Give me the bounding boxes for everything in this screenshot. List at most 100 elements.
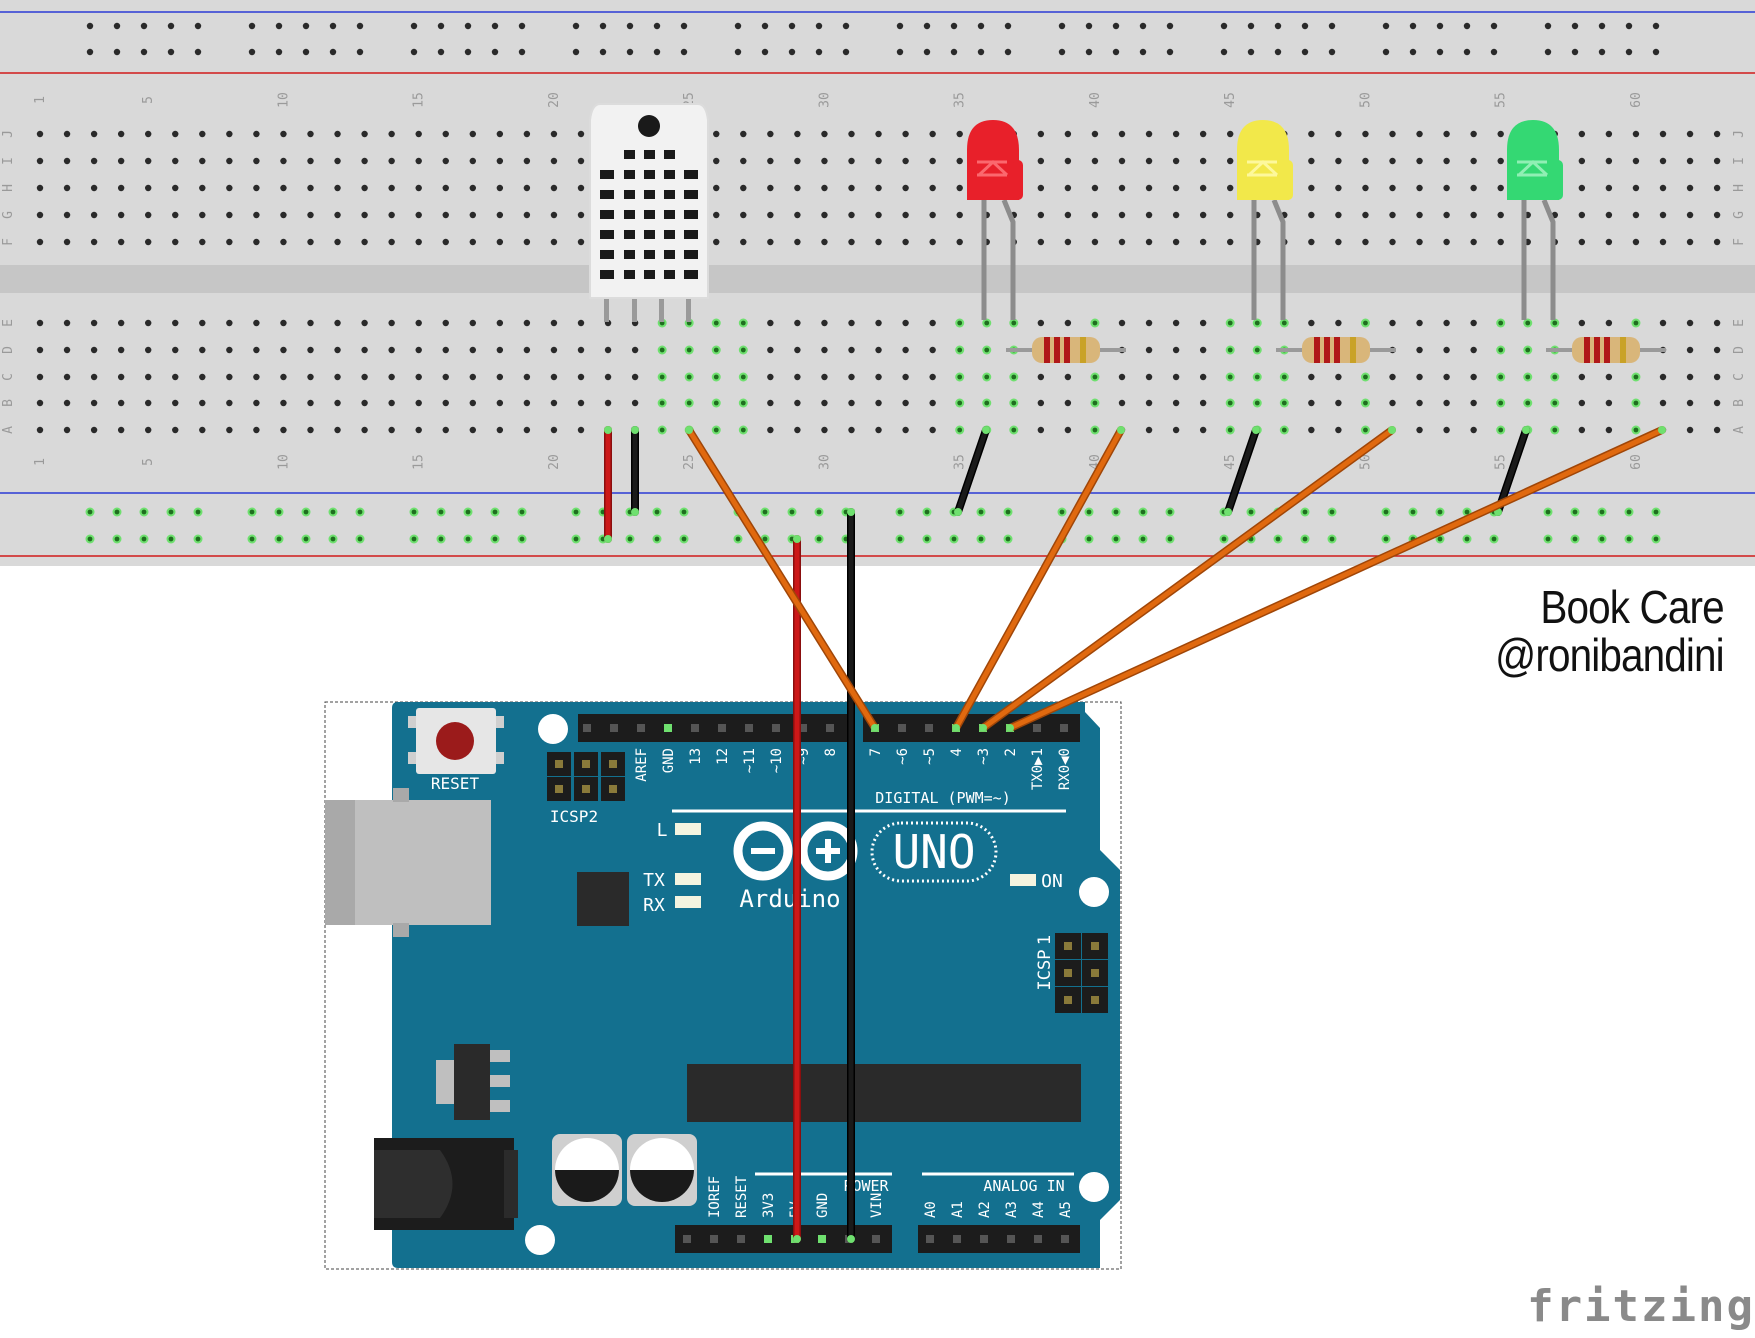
breadboard-hole — [90, 184, 98, 192]
breadboard-hole — [253, 399, 260, 407]
row-letter: G — [1, 211, 16, 219]
dht-vent-slot — [684, 230, 698, 239]
breadboard-hole — [1443, 238, 1450, 246]
microcontroller-chip — [687, 1064, 1081, 1122]
breadboard-hole — [1470, 130, 1477, 138]
rail-hole — [86, 22, 94, 30]
breadboard-hole — [1145, 157, 1153, 165]
breadboard-hole — [334, 373, 341, 381]
breadboard-hole — [36, 399, 44, 407]
breadboard-hole — [1713, 130, 1721, 138]
breadboard-hole — [523, 373, 531, 381]
breadboard-hole — [90, 130, 98, 138]
dht-vent-slot — [684, 170, 698, 179]
breadboard-hole — [334, 399, 341, 407]
breadboard-hole — [1199, 399, 1207, 407]
breadboard-hole — [307, 426, 314, 434]
wire-led-yellow-signal — [980, 427, 1395, 731]
pin-label: A0 — [923, 1201, 939, 1218]
breadboard-hole — [1064, 238, 1072, 246]
breadboard-hole — [1497, 211, 1504, 219]
led-red — [967, 120, 1023, 320]
breadboard-hole — [577, 373, 585, 381]
breadboard-hole — [875, 319, 882, 327]
breadboard-hole — [1416, 130, 1423, 138]
breadboard-hole — [902, 399, 909, 407]
rail-hole — [815, 22, 823, 30]
breadboard-hole — [713, 238, 720, 246]
breadboard-hole — [550, 373, 558, 381]
pin-label: 12 — [715, 748, 731, 765]
column-number: 30 — [817, 454, 832, 470]
breadboard-hole — [145, 130, 152, 138]
breadboard-hole — [550, 346, 558, 354]
breadboard-hole — [442, 346, 449, 354]
breadboard-hole — [1686, 184, 1694, 192]
breadboard-hole — [280, 426, 287, 434]
breadboard-hole — [1199, 238, 1207, 246]
header-pin — [872, 1235, 880, 1243]
breadboard-hole — [929, 238, 936, 246]
rail-hole — [1463, 48, 1471, 56]
breadboard-hole — [145, 373, 152, 381]
breadboard-hole — [767, 238, 774, 246]
rail-hole — [1139, 48, 1147, 56]
breadboard-hole — [929, 399, 936, 407]
breadboard-hole — [875, 211, 882, 219]
rail-hole — [653, 48, 661, 56]
dht-sensor-pins — [604, 290, 691, 322]
usb-chip — [577, 872, 629, 926]
dht-vent-slot — [644, 250, 655, 259]
led-rx-label: RX — [643, 895, 665, 916]
row-letter: A — [1732, 426, 1747, 434]
breadboard-hole — [1118, 211, 1126, 219]
breadboard-hole — [172, 184, 179, 192]
breadboard-hole — [821, 157, 828, 165]
resistor — [1276, 337, 1396, 363]
breadboard-hole — [280, 130, 287, 138]
breadboard-hole — [1470, 319, 1477, 327]
breadboard-hole — [1037, 319, 1045, 327]
rail-hole — [1004, 22, 1012, 30]
dht-vent-slot — [644, 270, 655, 279]
column-number: 15 — [412, 454, 427, 470]
breadboard-labels: 1155101015152020252530303535404045455050… — [1, 92, 1747, 470]
breadboard-hole — [1389, 399, 1396, 407]
breadboard-hole — [523, 426, 531, 434]
breadboard-hole — [361, 130, 368, 138]
breadboard-hole — [902, 157, 909, 165]
rail-hole — [302, 22, 310, 30]
breadboard-hole — [1605, 426, 1613, 434]
pin-label: IOREF — [707, 1176, 723, 1218]
breadboard-hole — [1470, 346, 1477, 354]
breadboard-hole — [469, 130, 476, 138]
header-pin — [1007, 1235, 1015, 1243]
breadboard-hole — [1389, 373, 1396, 381]
breadboard-hole — [280, 184, 287, 192]
breadboard-hole — [388, 346, 395, 354]
breadboard-hole — [1686, 238, 1694, 246]
breadboard-hole — [253, 346, 260, 354]
breadboard-hole — [1308, 426, 1315, 434]
column-number: 5 — [141, 96, 156, 104]
breadboard-hole — [415, 426, 422, 434]
breadboard-hole — [469, 319, 476, 327]
icsp2-label: ICSP2 — [550, 807, 598, 826]
rail-hole — [1058, 22, 1066, 30]
breadboard-hole — [929, 184, 936, 192]
rail-hole — [599, 22, 607, 30]
breadboard-hole — [740, 211, 747, 219]
breadboard-hole — [226, 157, 233, 165]
breadboard-hole — [1091, 238, 1099, 246]
breadboard-hole — [1713, 157, 1721, 165]
breadboard-hole — [280, 211, 287, 219]
breadboard-hole — [63, 426, 71, 434]
breadboard-hole — [1470, 157, 1477, 165]
breadboard-hole — [1659, 130, 1667, 138]
dht-vent-slot — [624, 230, 635, 239]
rail-hole — [1625, 48, 1633, 56]
breadboard-hole — [226, 426, 233, 434]
led-yellow — [1237, 120, 1293, 320]
rail-hole — [761, 22, 769, 30]
breadboard-hole — [956, 130, 963, 138]
